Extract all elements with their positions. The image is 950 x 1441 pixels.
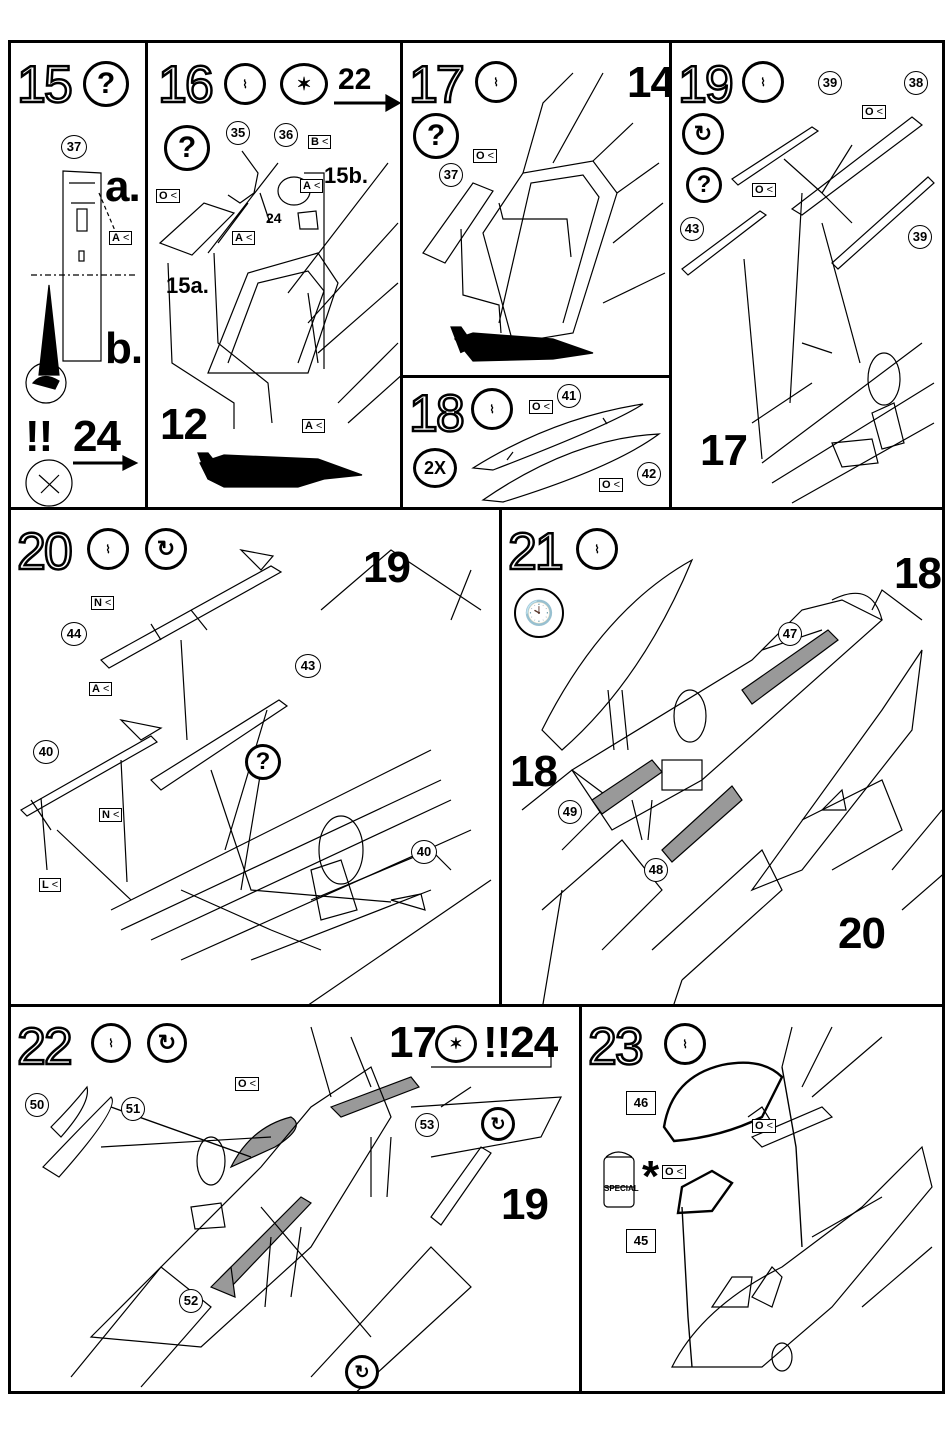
tag-A: A — [232, 231, 255, 245]
part-42: 42 — [637, 462, 661, 486]
tag-A: A — [300, 179, 323, 193]
step-23-panel: 23 ⌇ 46 O SPECIAL * O 45 — [579, 1004, 945, 1394]
step-17-panel: 17 ⌇ ? 14 37 O — [400, 40, 672, 378]
ref-b: b. — [105, 327, 142, 371]
ref-a: a. — [105, 165, 140, 209]
part-47: 47 — [778, 622, 802, 646]
part-43: 43 — [680, 217, 704, 241]
part-41: 41 — [557, 384, 581, 408]
canopy-sill-fit-drawing — [403, 43, 672, 378]
step-22-panel: 22 ⌇ ↻ 17 ✶ !!24 19 50 51 O 53 ↻ 52 ↻ — [8, 1004, 582, 1394]
tag-O: O — [235, 1077, 259, 1091]
part-39: 39 — [908, 225, 932, 249]
part-51: 51 — [121, 1097, 145, 1121]
warning-mark: !! — [25, 415, 52, 459]
canopy-windscreen-drawing — [582, 1007, 945, 1394]
part-52: 52 — [179, 1289, 203, 1313]
part-36: 36 — [274, 123, 298, 147]
question-icon: ? — [245, 744, 281, 780]
step-18-panel: 18 ⌇ 2X O 41 42 O — [400, 375, 672, 510]
repeat-icon: ↻ — [481, 1107, 515, 1141]
ref-part-24: 24 — [266, 211, 282, 225]
part-43: 43 — [295, 654, 321, 678]
tag-O: O — [529, 400, 553, 414]
part-49: 49 — [558, 800, 582, 824]
tag-O: O — [662, 1165, 686, 1179]
tag-O: O — [473, 149, 497, 163]
drop-tank-halves-drawing — [403, 378, 672, 510]
tag-O: O — [599, 478, 623, 492]
tag-A: A — [109, 231, 132, 245]
part-50: 50 — [25, 1093, 49, 1117]
special-paint-label: SPECIAL — [604, 1185, 639, 1193]
ref-base-step: 12 — [160, 403, 207, 447]
tag-A: A — [302, 419, 325, 433]
part-38: 38 — [904, 71, 928, 95]
step-16-panel: 16 ⌇ ✶ 22 ? 35 36 O B A A A 15b. 24 15a.… — [145, 40, 403, 510]
part-39: 39 — [818, 71, 842, 95]
part-40: 40 — [411, 840, 437, 864]
part-35: 35 — [226, 121, 250, 145]
tag-O: O — [752, 1119, 776, 1133]
part-45: 45 — [626, 1229, 656, 1253]
part-53: 53 — [415, 1113, 439, 1137]
step-20-panel: 20 ⌇ ↻ 19 N 44 A 43 ? 40 N L 40 — [8, 507, 502, 1007]
tag-O: O — [862, 105, 886, 119]
part-48: 48 — [644, 858, 668, 882]
tag-O: O — [156, 189, 180, 203]
part-37: 37 — [439, 163, 463, 187]
asterisk-mark: * — [642, 1155, 658, 1199]
ref-goto-step: 24 — [73, 415, 120, 459]
step-21-panel: 21 ⌇ 🕙 18 18 20 47 49 48 — [499, 507, 945, 1007]
tag-B: B — [308, 135, 331, 149]
repeat-icon: ↻ — [345, 1355, 379, 1389]
tag-L: L — [39, 878, 61, 892]
part-40: 40 — [33, 740, 59, 764]
part-46: 46 — [626, 1091, 656, 1115]
ref-sub-a: 15a. — [166, 275, 209, 297]
step-19-panel: 19 ⌇ ↻ ? 39 38 39 43 O O 17 — [669, 40, 945, 510]
tag-N: N — [91, 596, 114, 610]
bombs-pylons-drawing — [11, 1007, 582, 1394]
tag-N: N — [99, 808, 122, 822]
part-44: 44 — [61, 622, 87, 646]
tag-A: A — [89, 682, 112, 696]
fuselage-conformal-tanks-drawing — [502, 510, 945, 1007]
ref-base-step: 17 — [700, 429, 747, 473]
step-15-panel: 15 ? 37 A a. b. !! 24 — [8, 40, 148, 510]
ref-sub-b: 15b. — [324, 165, 368, 187]
tag-O: O — [752, 183, 776, 197]
